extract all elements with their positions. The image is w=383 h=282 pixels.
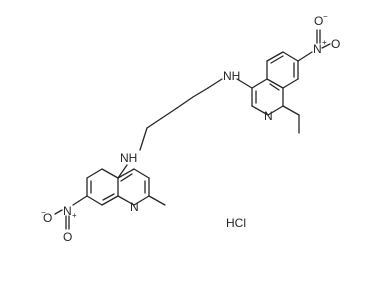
nitro-o-lower-left-label: O	[43, 211, 52, 225]
lower-quinoline	[54, 164, 166, 230]
nitro-o-upper-top-label: O	[314, 14, 323, 28]
nitro-n-upper-label: N	[313, 42, 322, 56]
ring-n-lower-label: N	[130, 200, 139, 214]
nitro-minus-lower: −	[41, 208, 46, 217]
nitro-plus-upper: +	[322, 38, 327, 47]
nh-lower-label: NH	[120, 151, 137, 165]
upper-quinoline	[251, 29, 331, 134]
nitro-minus-upper: −	[323, 12, 328, 21]
nitro-plus-lower: +	[72, 211, 77, 220]
nh-upper-label: NH	[223, 69, 240, 83]
hexyl-linker	[139, 78, 253, 151]
nitro-n-lower-label: N	[63, 204, 72, 218]
ring-n-upper-label: N	[264, 109, 273, 123]
nitro-o-upper-right-label: O	[331, 37, 340, 51]
hcl-label: HCl	[226, 216, 246, 230]
nitro-o-lower-bottom-label: O	[63, 230, 72, 244]
